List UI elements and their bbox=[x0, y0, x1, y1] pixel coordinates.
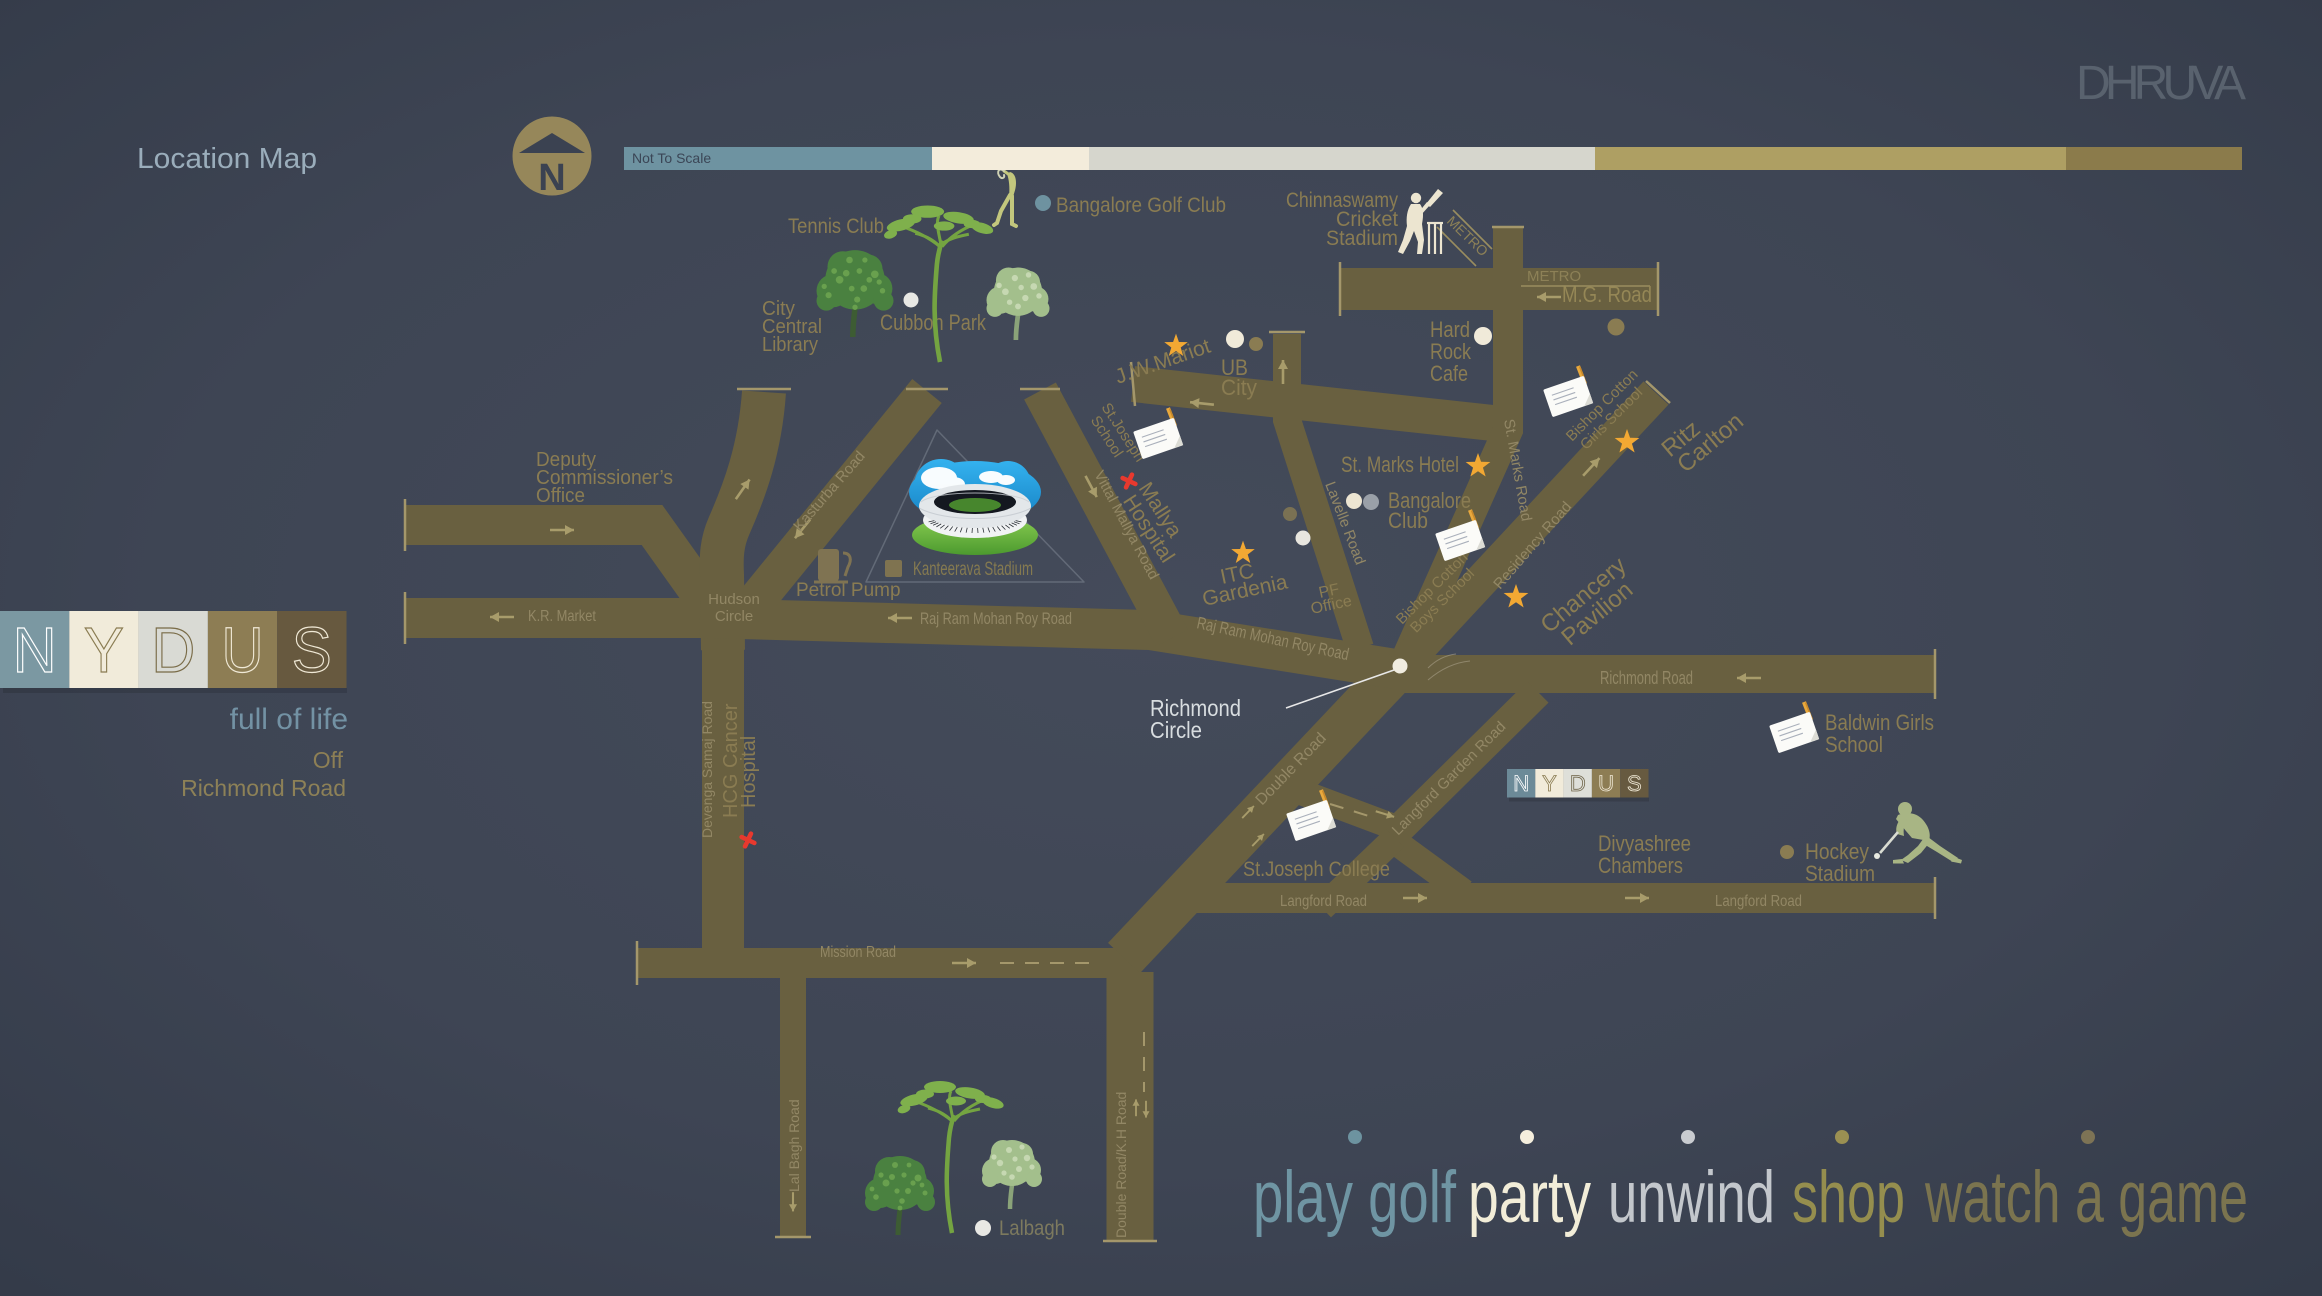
svg-text:HCG Cancer: HCG Cancer bbox=[720, 703, 742, 818]
svg-text:Hard: Hard bbox=[1430, 317, 1470, 342]
svg-text:D: D bbox=[1570, 771, 1586, 796]
svg-text:Hospital: Hospital bbox=[738, 736, 760, 808]
svg-text:Lal Bagh Road: Lal Bagh Road bbox=[786, 1099, 802, 1192]
svg-text:party: party bbox=[1468, 1157, 1591, 1238]
svg-text:Langford Road: Langford Road bbox=[1280, 893, 1367, 910]
svg-text:Tennis Club: Tennis Club bbox=[788, 215, 884, 238]
svg-text:M.G. Road: M.G. Road bbox=[1562, 282, 1652, 307]
svg-text:Off: Off bbox=[313, 747, 344, 773]
svg-text:Y: Y bbox=[84, 614, 124, 686]
svg-text:Library: Library bbox=[762, 334, 818, 356]
svg-text:Circle: Circle bbox=[715, 608, 753, 625]
svg-text:St. Marks Hotel: St. Marks Hotel bbox=[1341, 452, 1459, 477]
svg-text:City: City bbox=[762, 298, 795, 320]
svg-text:Lalbagh: Lalbagh bbox=[999, 1217, 1065, 1240]
svg-text:D: D bbox=[151, 614, 195, 686]
svg-text:Raj Ram Mohan Roy Road: Raj Ram Mohan Roy Road bbox=[920, 609, 1072, 628]
svg-text:Not To Scale: Not To Scale bbox=[632, 150, 711, 166]
svg-text:Hudson: Hudson bbox=[708, 591, 760, 608]
svg-text:Club: Club bbox=[1388, 508, 1428, 533]
svg-text:Richmond Road: Richmond Road bbox=[1600, 668, 1693, 688]
svg-text:Stadium: Stadium bbox=[1805, 861, 1875, 886]
svg-text:Circle: Circle bbox=[1150, 717, 1202, 743]
svg-text:Divyashree: Divyashree bbox=[1598, 831, 1691, 856]
svg-text:play golf: play golf bbox=[1253, 1157, 1457, 1238]
svg-text:DHRUVA: DHRUVA bbox=[2076, 57, 2246, 110]
svg-text:Bangalore Golf Club: Bangalore Golf Club bbox=[1056, 194, 1226, 217]
svg-text:Cricket: Cricket bbox=[1336, 208, 1398, 231]
svg-text:METRO: METRO bbox=[1527, 268, 1581, 285]
svg-text:Deputy: Deputy bbox=[536, 449, 596, 471]
svg-text:S: S bbox=[1627, 771, 1642, 796]
svg-text:PF: PF bbox=[1317, 581, 1341, 602]
svg-text:Petrol Pump: Petrol Pump bbox=[796, 580, 901, 601]
svg-text:UB: UB bbox=[1221, 355, 1248, 380]
svg-text:S: S bbox=[292, 614, 332, 686]
svg-text:Baldwin Girls: Baldwin Girls bbox=[1825, 710, 1934, 735]
svg-text:Commissioner’s: Commissioner’s bbox=[536, 467, 673, 489]
svg-text:Rock: Rock bbox=[1430, 339, 1472, 364]
svg-text:Bangalore: Bangalore bbox=[1388, 488, 1471, 513]
svg-text:N: N bbox=[538, 157, 565, 199]
svg-text:unwind: unwind bbox=[1608, 1157, 1775, 1238]
svg-text:N: N bbox=[13, 614, 57, 686]
svg-text:City: City bbox=[1221, 375, 1257, 400]
svg-text:Chambers: Chambers bbox=[1598, 853, 1683, 878]
svg-text:K.R. Market: K.R. Market bbox=[528, 608, 596, 625]
svg-text:Kanteerava Stadium: Kanteerava Stadium bbox=[913, 559, 1033, 580]
svg-text:St.Joseph College: St.Joseph College bbox=[1243, 858, 1390, 881]
svg-text:Richmond: Richmond bbox=[1150, 695, 1241, 721]
svg-text:Office: Office bbox=[536, 485, 585, 507]
svg-text:Devenga Samaj Road: Devenga Samaj Road bbox=[699, 701, 715, 838]
svg-text:U: U bbox=[1598, 771, 1614, 796]
svg-text:Chinnaswamy: Chinnaswamy bbox=[1286, 189, 1398, 212]
svg-text:Central: Central bbox=[762, 316, 822, 338]
svg-text:Stadium: Stadium bbox=[1326, 227, 1398, 250]
svg-text:Mission Road: Mission Road bbox=[820, 944, 896, 961]
svg-text:Location Map: Location Map bbox=[137, 143, 317, 175]
svg-text:N: N bbox=[1513, 771, 1529, 796]
svg-text:Double Road/K.H Road: Double Road/K.H Road bbox=[1113, 1092, 1129, 1238]
svg-text:School: School bbox=[1825, 732, 1883, 757]
svg-text:watch a game: watch a game bbox=[1924, 1157, 2248, 1238]
svg-text:U: U bbox=[222, 614, 264, 686]
svg-text:Cafe: Cafe bbox=[1430, 361, 1468, 386]
svg-text:Y: Y bbox=[1542, 771, 1557, 796]
svg-text:shop: shop bbox=[1792, 1157, 1905, 1238]
svg-text:full of life: full of life bbox=[230, 703, 348, 736]
svg-text:Langford Road: Langford Road bbox=[1715, 893, 1802, 910]
svg-text:Hockey: Hockey bbox=[1805, 839, 1869, 864]
svg-text:Richmond Road: Richmond Road bbox=[181, 775, 346, 801]
